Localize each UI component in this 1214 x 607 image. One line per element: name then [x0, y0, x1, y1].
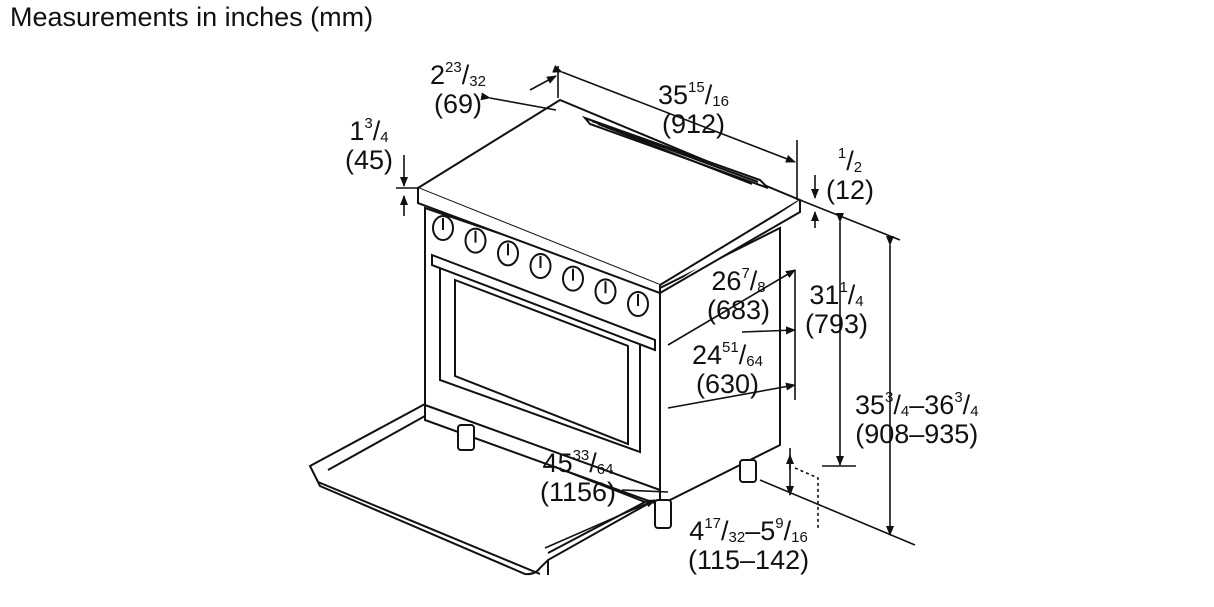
- dim-depth-door-open: 4533/64 (1156): [540, 447, 617, 507]
- dim-counter-height: 311/4 (793): [805, 279, 869, 339]
- dim-depth-body: 267/8 (683): [707, 265, 771, 325]
- dim-depth-oven: 2451/64 (630): [692, 339, 763, 399]
- dim-line-door: [544, 499, 656, 549]
- control-knobs: [432, 215, 649, 317]
- dim-overall-height: 353/4–363/4 (908–935): [855, 389, 979, 449]
- dim-width: 3515/16 (912): [658, 79, 729, 139]
- dimension-lines: [396, 65, 916, 549]
- dim-depth-top-offset: 223/32 (69): [430, 59, 486, 119]
- dim-leg-height: 417/32–59/16 (115–142): [688, 515, 810, 575]
- dim-line-width: [552, 65, 796, 163]
- dim-backguard-height: 13/4 (45): [345, 115, 394, 175]
- dim-trim-offset: 1/2 (12): [826, 145, 875, 205]
- diagram-title: Measurements in inches (mm): [10, 2, 374, 32]
- dim-line-depth-top: [529, 75, 557, 91]
